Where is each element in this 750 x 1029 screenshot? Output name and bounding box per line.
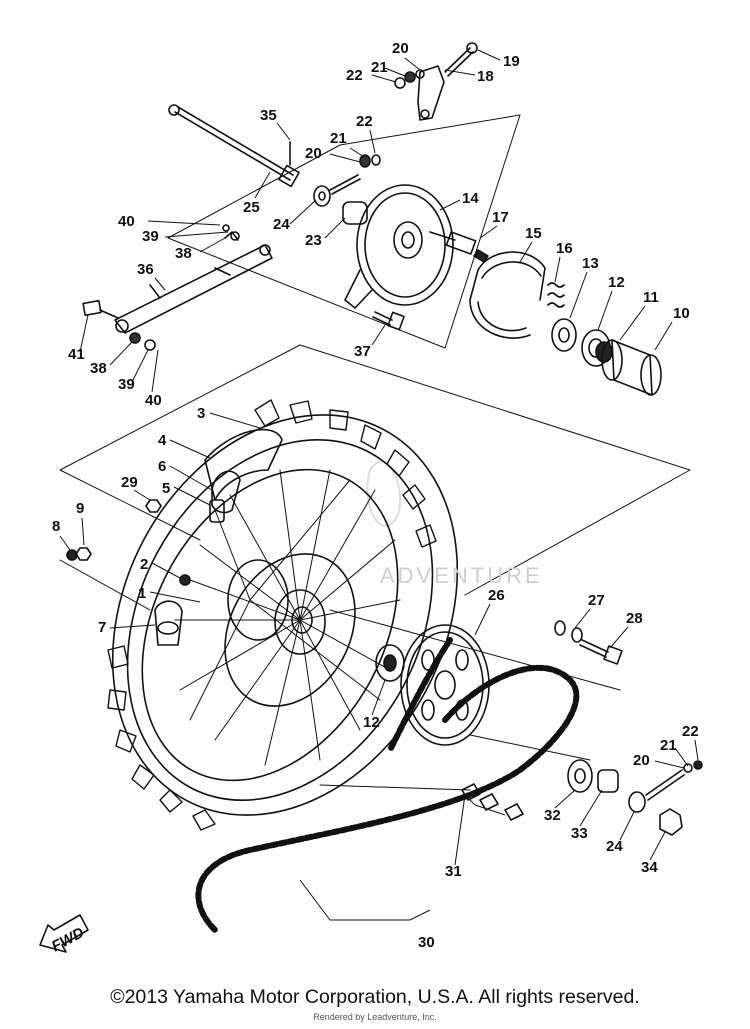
callout-33: 33 [571,825,588,842]
callout-31: 31 [445,863,462,880]
callout-36: 36 [137,261,154,278]
callout-20-top: 20 [392,40,409,57]
callout-37: 37 [354,343,371,360]
callout-27: 27 [588,592,605,609]
callout-32: 32 [544,807,561,824]
callout-6: 6 [158,458,166,475]
callout-23: 23 [305,232,322,249]
drive-chain [195,637,580,933]
callout-25: 25 [243,199,260,216]
callout-20-mid: 20 [305,145,322,162]
callout-24-lower: 24 [606,838,623,855]
torque-arm [82,224,273,351]
axle-bearings [551,318,662,396]
callout-5: 5 [162,480,170,497]
axle-right-hardware [567,759,703,836]
callout-4: 4 [158,432,167,449]
callout-12-lower: 12 [363,714,380,731]
callout-22-right: 22 [682,723,699,740]
callout-19: 19 [503,53,520,70]
wheel-hub [224,553,356,707]
hub-bearing [375,644,405,682]
brake-spring [547,282,565,308]
watermark-text: ADVENTURE [380,563,543,588]
callout-22-mid: 22 [356,113,373,130]
brake-shoes [469,251,546,339]
callout-9: 9 [76,500,84,517]
callout-38-lower: 38 [90,360,107,377]
callout-35: 35 [260,107,277,124]
callout-14: 14 [462,190,479,207]
callout-18: 18 [477,68,494,85]
callout-20-right: 20 [633,752,650,769]
callout-39-lower: 39 [118,376,135,393]
callout-16: 16 [556,240,573,257]
brake-rod-hardware [313,154,381,225]
chain-master-link [461,783,524,821]
reference-plane-upper [59,114,691,791]
bolt-37 [372,311,405,331]
callout-12-upper: 12 [608,274,625,291]
callout-15: 15 [525,225,542,242]
callout-21-mid: 21 [330,130,347,147]
callout-21-top: 21 [371,59,388,76]
callout-21-right: 21 [660,737,677,754]
rim-lock [154,600,183,646]
brake-arm [394,42,478,121]
callout-10: 10 [673,305,690,322]
callout-3: 3 [197,405,205,422]
inner-tube [204,428,283,523]
callout-28: 28 [626,610,643,627]
callout-29: 29 [121,474,138,491]
render-note: Rendered by Leadventure, Inc. [313,1012,437,1022]
leader-lines [59,49,699,921]
callout-30: 30 [418,934,435,951]
brake-shoe-plate [344,184,456,309]
callout-26: 26 [488,587,505,604]
callout-13: 13 [582,255,599,272]
sprocket-bolts [554,620,623,665]
small-nuts [66,499,191,586]
callout-38-upper: 38 [175,245,192,262]
spokes [174,469,401,766]
callout-39-upper: 39 [142,228,159,245]
callout-2: 2 [140,556,148,573]
brake-rod [168,104,300,188]
callout-1: 1 [138,585,146,602]
callout-8: 8 [52,518,60,535]
callout-7: 7 [98,619,106,636]
callout-40-upper: 40 [118,213,135,230]
callout-34: 34 [641,859,658,876]
callout-24-upper: 24 [273,216,290,233]
callout-22-top: 22 [346,67,363,84]
callout-40-lower: 40 [145,392,162,409]
callout-11: 11 [643,289,659,306]
forward-arrow [39,914,89,953]
copyright-footer: ©2013 Yamaha Motor Corporation, U.S.A. A… [110,986,640,1008]
callout-17: 17 [492,209,509,226]
rear-tire [107,399,459,831]
callout-41: 41 [68,346,85,363]
callout-numbers: 1 2 3 4 5 6 7 8 9 10 11 12 12 13 14 15 1… [52,40,699,951]
